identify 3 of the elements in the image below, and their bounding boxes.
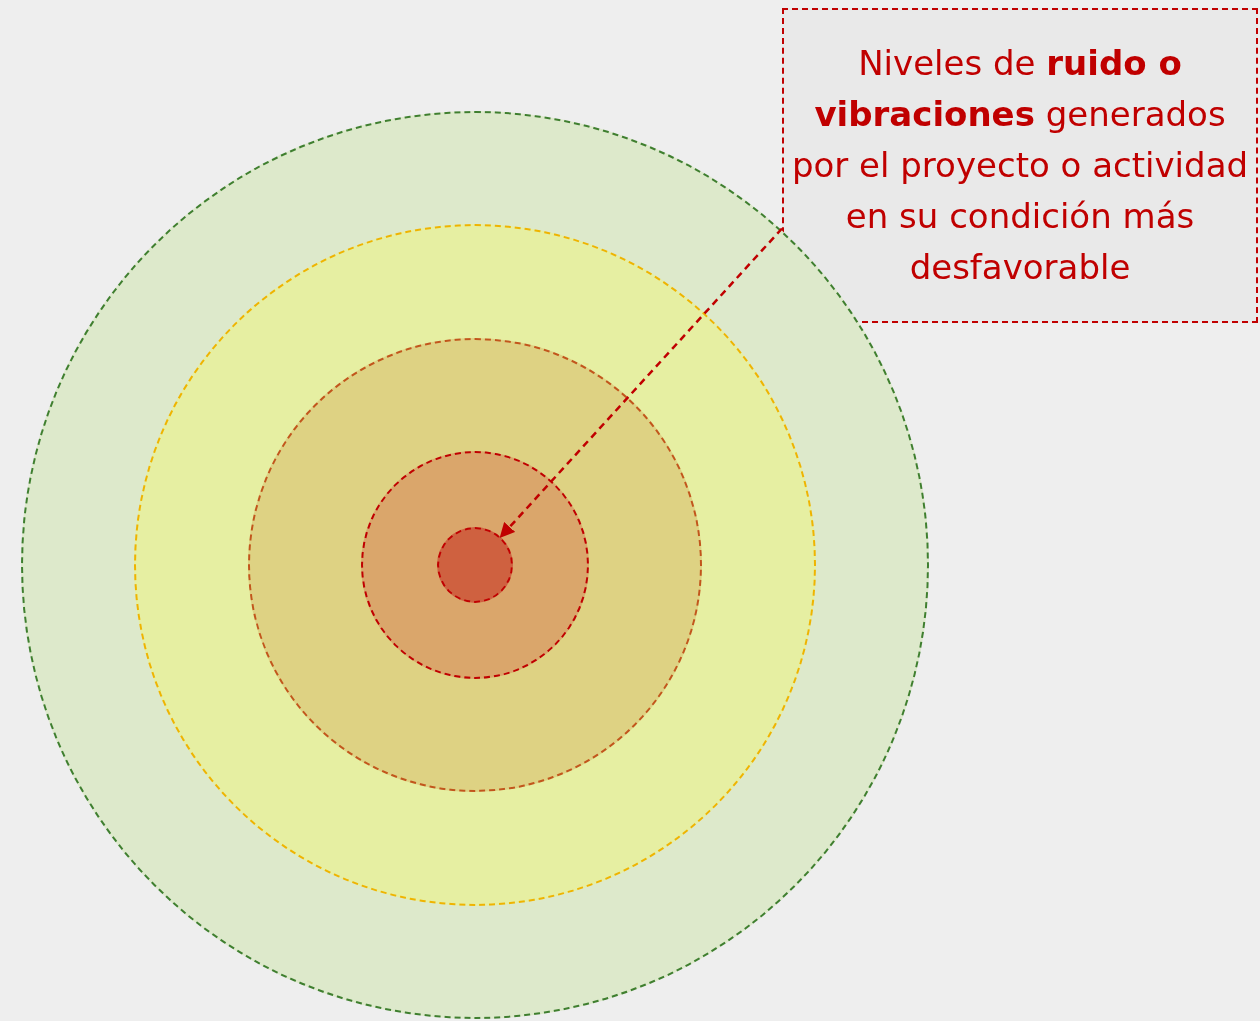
- callout-text: Niveles de ruido o vibraciones generados por el proyecto o actividad en su condición más desfavorable: [790, 42, 1250, 289]
- leader-arrow: [499, 227, 783, 539]
- callout-box: [782, 8, 1258, 323]
